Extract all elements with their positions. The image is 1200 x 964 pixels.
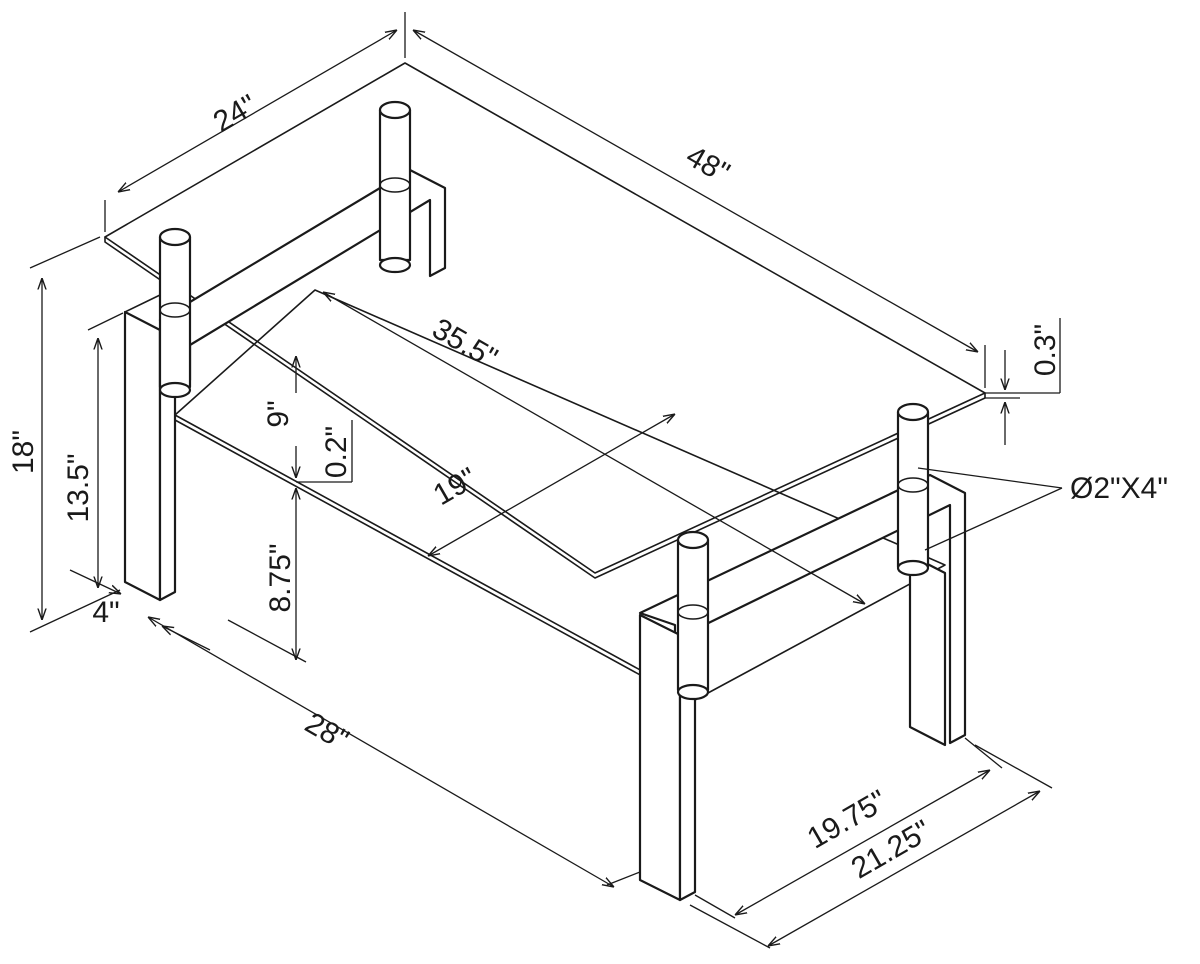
post-front-right xyxy=(676,530,710,701)
lower-shelf xyxy=(174,289,946,701)
post-back-left xyxy=(378,100,412,274)
label-width-top: 24" xyxy=(208,88,263,139)
label-base-length: 28" xyxy=(299,706,354,757)
label-shelf-thickness: 0.2" xyxy=(320,426,353,478)
label-height-total: 18" xyxy=(7,430,40,474)
left-leg-top xyxy=(124,294,161,313)
label-leg-height: 13.5" xyxy=(62,453,95,522)
dimension-labels: 24" 48" 18" 13.5" 9" 0.2" 8.75" 0.3" 4" … xyxy=(7,88,1168,885)
post-back-right xyxy=(896,402,930,577)
post-front-left xyxy=(158,227,192,399)
label-length-top: 48" xyxy=(680,139,735,190)
label-glass-thickness: 0.3" xyxy=(1029,324,1062,376)
dimension-lines xyxy=(29,12,1063,949)
right-front-leg-front xyxy=(638,613,682,902)
label-shelf-gap: 9" xyxy=(262,400,295,427)
label-shelf-height: 8.75" xyxy=(264,543,297,612)
glass-top xyxy=(104,62,986,574)
label-post-spec: Ø2"X4" xyxy=(1070,472,1168,505)
label-shelf-length: 35.5" xyxy=(427,312,503,375)
right-back-leg xyxy=(908,553,947,747)
left-front-leg-front xyxy=(123,310,162,602)
label-leg-width: 4" xyxy=(92,596,119,629)
